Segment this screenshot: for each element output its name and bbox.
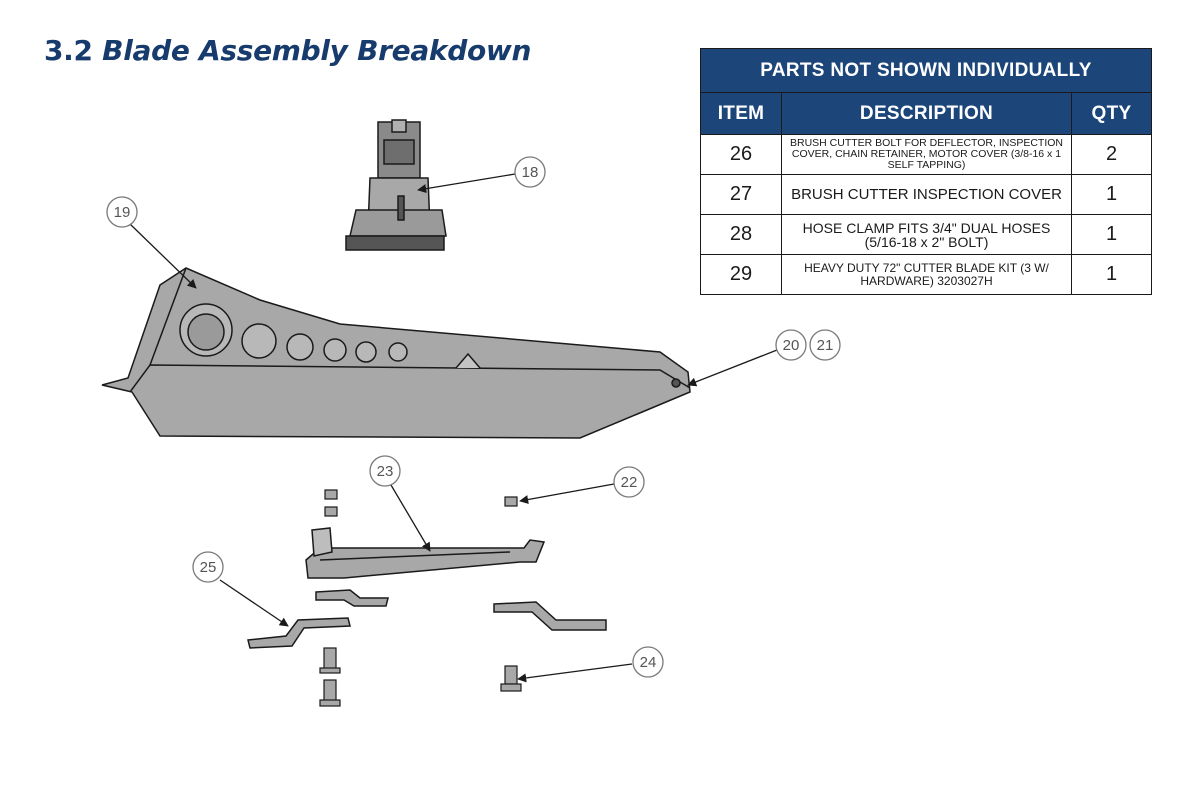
callout-25: 25	[192, 551, 224, 583]
callout-22-label: 22	[621, 474, 638, 491]
qty-cell: 2	[1070, 134, 1153, 175]
callout-20: 20	[775, 329, 807, 361]
callout-20-label: 20	[783, 337, 800, 354]
callout-19-label: 19	[114, 204, 131, 221]
callout-18-label: 18	[522, 164, 539, 181]
callout-19: 19	[106, 196, 138, 228]
qty-cell: 1	[1070, 254, 1153, 295]
table-caption: PARTS NOT SHOWN INDIVIDUALLY	[699, 48, 1153, 93]
callout-24: 24	[632, 646, 664, 678]
callout-24-label: 24	[640, 654, 657, 671]
table-row: 26 BRUSH CUTTER BOLT FOR DEFLECTOR, INSP…	[700, 134, 1153, 175]
table-row: 29 HEAVY DUTY 72" CUTTER BLADE KIT (3 W/…	[700, 254, 1153, 295]
nut-part	[324, 489, 518, 517]
bolt-part	[319, 647, 522, 707]
parts-table: PARTS NOT SHOWN INDIVIDUALLY ITEM DESCRI…	[699, 48, 1153, 295]
callout-22: 22	[613, 466, 645, 498]
qty-cell: 1	[1070, 214, 1153, 255]
callout-21: 21	[809, 329, 841, 361]
item-column-header: ITEM	[700, 92, 782, 135]
callout-21-label: 21	[817, 337, 834, 354]
callout-18: 18	[514, 156, 546, 188]
item-cell: 28	[700, 214, 782, 255]
description-cell: BRUSH CUTTER BOLT FOR DEFLECTOR, INSPECT…	[781, 134, 1072, 175]
page-title: 3.2 Blade Assembly Breakdown	[44, 34, 531, 67]
qty-column-header: QTY	[1070, 92, 1153, 135]
motor-part	[345, 119, 447, 251]
leader-lines	[129, 173, 778, 683]
description-cell: HOSE CLAMP FITS 3/4" DUAL HOSES (5/16-18…	[781, 214, 1072, 255]
section-number: 3.2	[44, 34, 93, 67]
table-row: 28 HOSE CLAMP FITS 3/4" DUAL HOSES (5/16…	[700, 214, 1153, 255]
callout-23: 23	[369, 455, 401, 487]
cutter-blade-part	[247, 589, 607, 649]
callout-25-label: 25	[200, 559, 217, 576]
blade-holder-part	[305, 527, 546, 579]
table-row: 27 BRUSH CUTTER INSPECTION COVER 1	[700, 174, 1153, 215]
section-title: Blade Assembly Breakdown	[102, 34, 532, 67]
callout-23-label: 23	[377, 463, 394, 480]
blade-carrier-part	[101, 267, 691, 439]
description-cell: HEAVY DUTY 72" CUTTER BLADE KIT (3 W/ HA…	[781, 254, 1072, 295]
item-cell: 26	[700, 134, 782, 175]
description-column-header: DESCRIPTION	[781, 92, 1072, 135]
qty-cell: 1	[1070, 174, 1153, 215]
item-cell: 29	[700, 254, 782, 295]
item-cell: 27	[700, 174, 782, 215]
